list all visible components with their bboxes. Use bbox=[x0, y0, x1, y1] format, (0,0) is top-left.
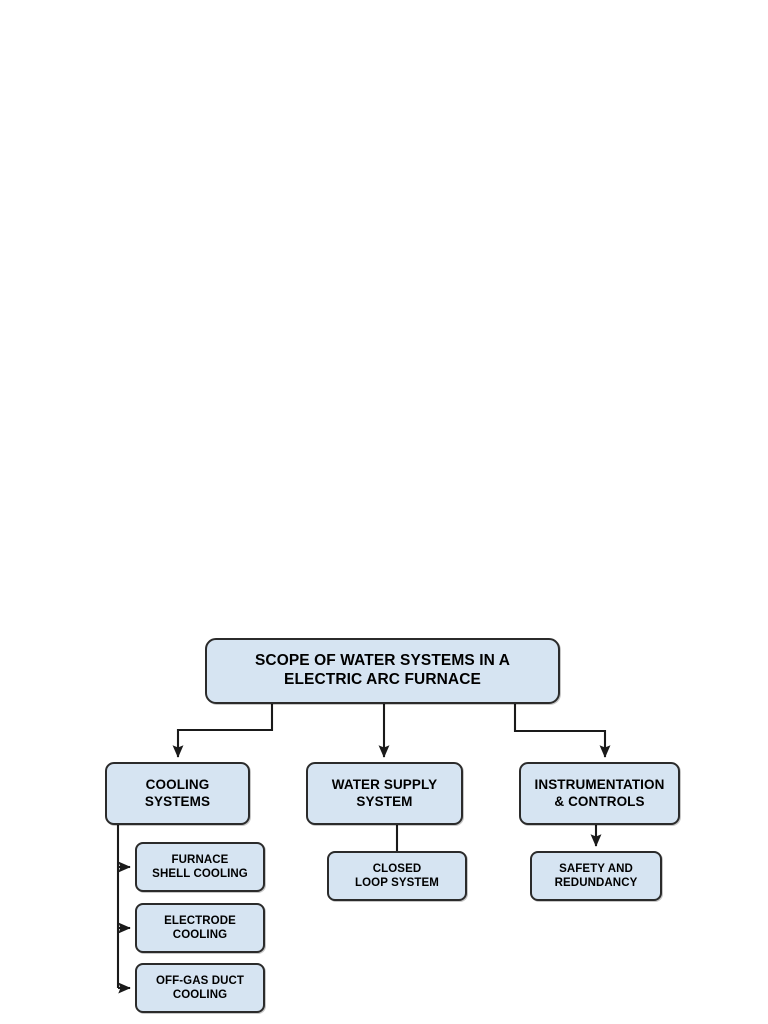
connector-root-to-cooling-systems bbox=[172, 704, 274, 758]
node-furnace-shell-cooling-label: FURNACE SHELL COOLING bbox=[152, 853, 248, 880]
node-electrode-cooling[interactable]: ELECTRODE COOLING bbox=[135, 903, 265, 953]
node-instrumentation-and-controls-label: INSTRUMENTATION & CONTROLS bbox=[534, 777, 665, 809]
node-off-gas-duct-cooling[interactable]: OFF-GAS DUCT COOLING bbox=[135, 963, 265, 1013]
node-instrumentation-and-controls[interactable]: INSTRUMENTATION & CONTROLS bbox=[519, 762, 680, 825]
node-closed-loop-system-label: CLOSED LOOP SYSTEM bbox=[355, 862, 439, 889]
node-water-supply-system-label: WATER SUPPLY SYSTEM bbox=[331, 777, 438, 809]
node-cooling-systems[interactable]: COOLING SYSTEMS bbox=[105, 762, 250, 825]
node-cooling-systems-label: COOLING SYSTEMS bbox=[144, 777, 211, 809]
node-furnace-shell-cooling[interactable]: FURNACE SHELL COOLING bbox=[135, 842, 265, 892]
node-closed-loop-system[interactable]: CLOSED LOOP SYSTEM bbox=[327, 851, 467, 901]
node-water-supply-system[interactable]: WATER SUPPLY SYSTEM bbox=[306, 762, 463, 825]
node-root-scope-of-water-systems[interactable]: SCOPE OF WATER SYSTEMS IN A ELECTRIC ARC… bbox=[205, 638, 560, 704]
node-root-label: SCOPE OF WATER SYSTEMS IN A ELECTRIC ARC… bbox=[254, 652, 511, 688]
node-safety-and-redundancy[interactable]: SAFETY AND REDUNDANCY bbox=[530, 851, 662, 901]
node-electrode-cooling-label: ELECTRODE COOLING bbox=[164, 914, 236, 941]
connector-root-to-instrumentation-and-controls bbox=[513, 704, 611, 758]
node-off-gas-duct-cooling-label: OFF-GAS DUCT COOLING bbox=[155, 974, 245, 1001]
node-safety-and-redundancy-label: SAFETY AND REDUNDANCY bbox=[554, 862, 638, 889]
